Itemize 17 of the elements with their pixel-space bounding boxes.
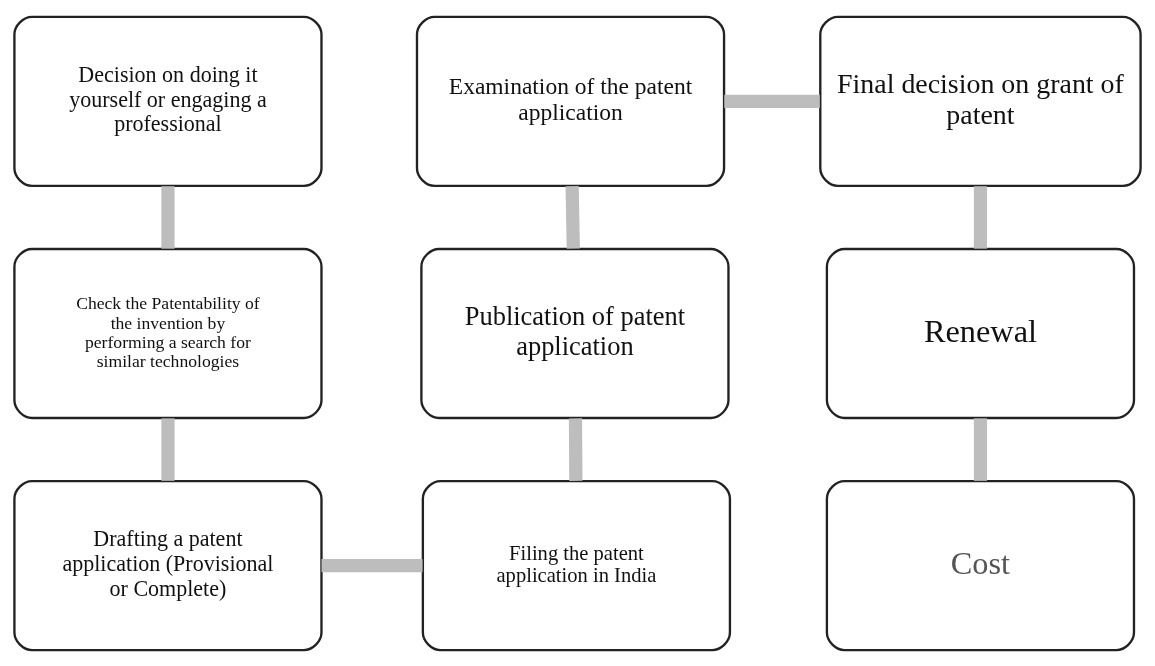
- node-box: Filing the patent application in India: [421, 479, 732, 651]
- node-box: Check the Patentability of the invention by performing a search for similar technologies: [13, 247, 323, 419]
- connector: [724, 94, 820, 108]
- node-box: Publication of patent application: [420, 247, 730, 419]
- node-box: Decision on doing it yourself or engaging a professional: [13, 15, 323, 187]
- node-box: Drafting a patent application (Provisional or Complete): [13, 479, 323, 651]
- connector: [973, 185, 988, 249]
- node-box: Renewal: [825, 247, 1136, 419]
- connector: [568, 417, 583, 481]
- connector: [973, 417, 988, 481]
- connector: [161, 417, 175, 481]
- connector: [321, 558, 423, 572]
- connector: [161, 185, 175, 249]
- connector: [565, 185, 580, 249]
- node-box: Final decision on grant of patent: [819, 15, 1142, 187]
- node-box: Examination of the patent application: [415, 15, 726, 187]
- node-box: Cost: [825, 479, 1136, 651]
